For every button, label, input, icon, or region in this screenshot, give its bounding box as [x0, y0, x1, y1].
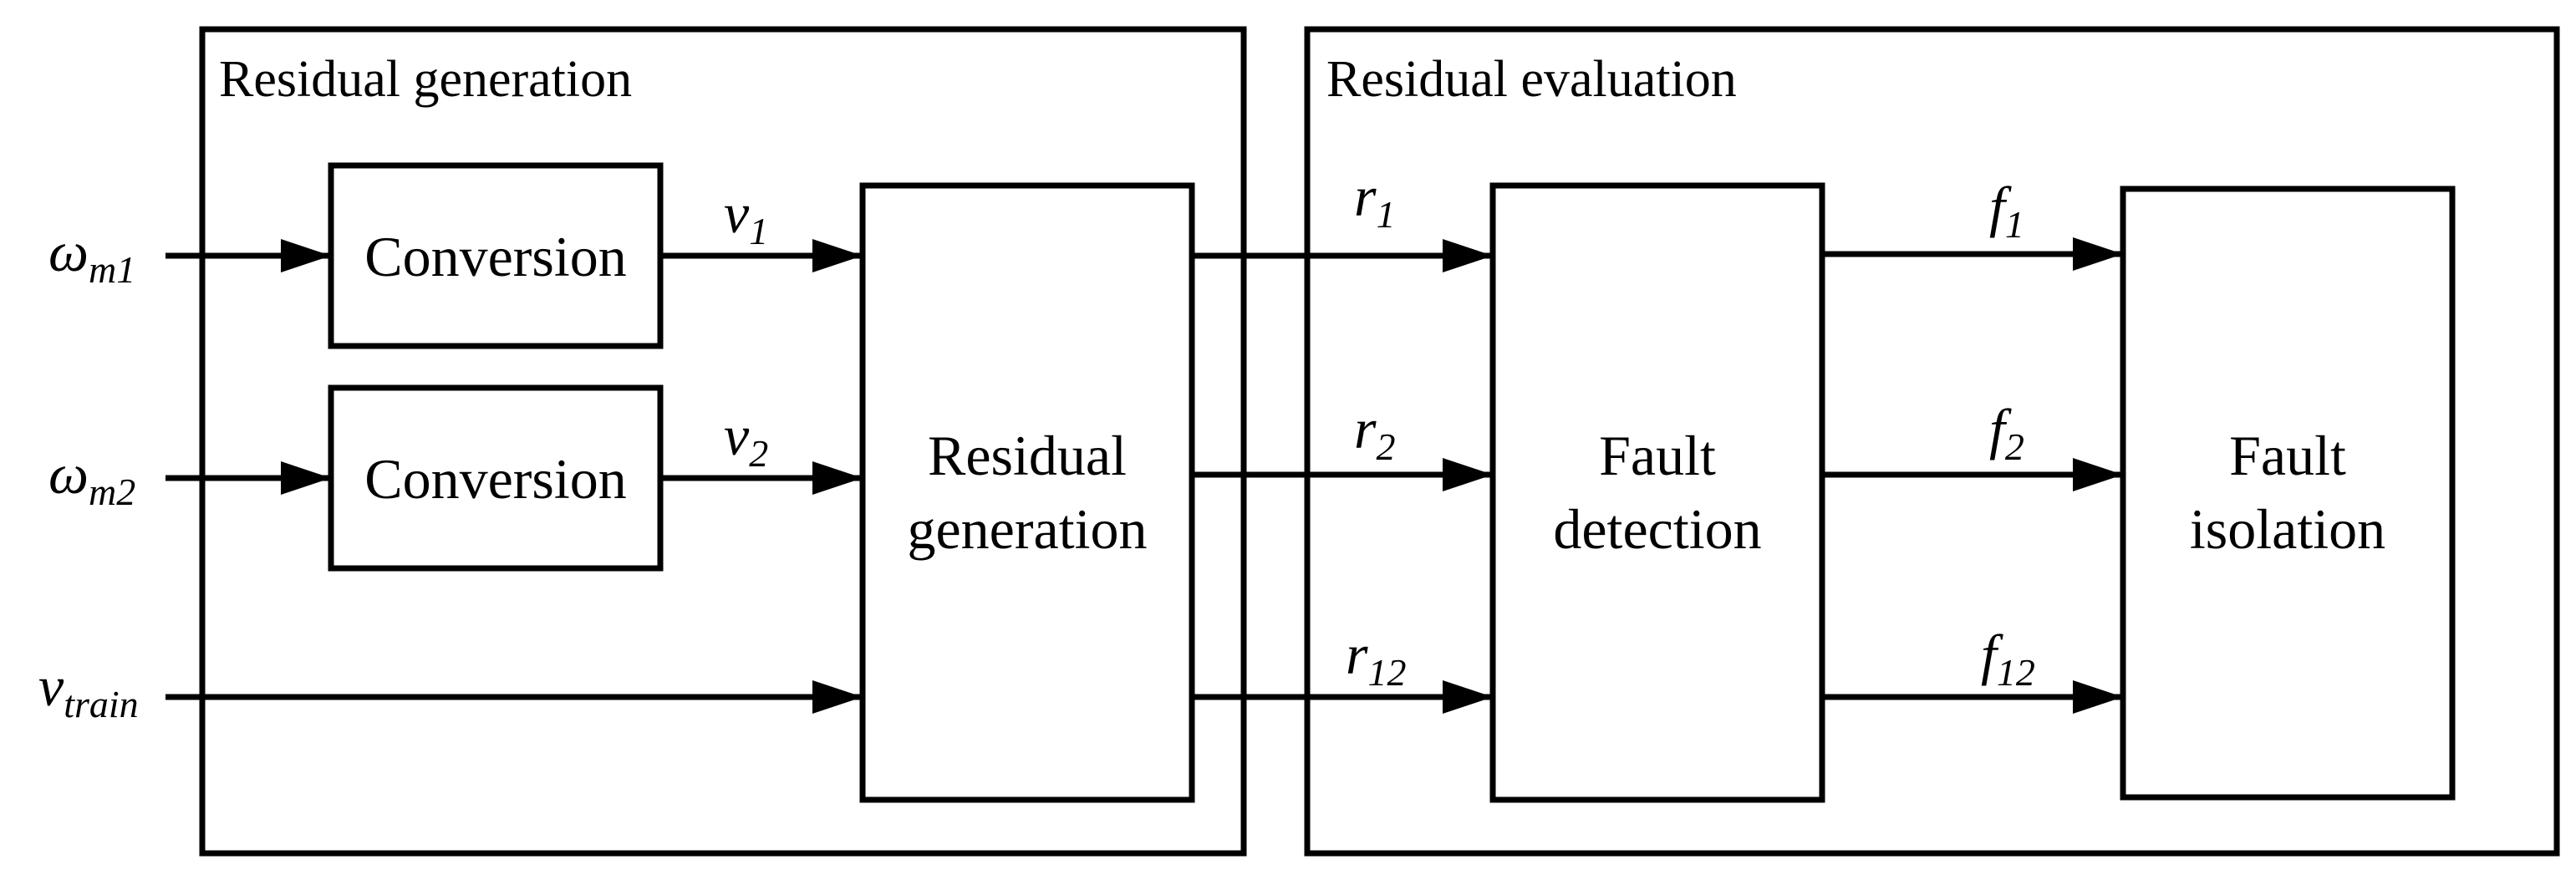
conversion-block-2-label: Conversion: [364, 447, 627, 511]
label-r2: r2: [1354, 397, 1395, 468]
label-omega-m2: ωm2: [48, 442, 135, 513]
fault-isolation-block: [2120, 186, 2456, 801]
label-v-train: vtrain: [38, 654, 139, 725]
residual-generation-section: [199, 26, 1247, 857]
fault-detection-block: [1489, 182, 1825, 803]
conversion-block-1-label: Conversion: [364, 225, 627, 288]
label-r12: r12: [1346, 623, 1406, 694]
residual-evaluation-section-title: Residual evaluation: [1326, 51, 1737, 108]
residual-generation-section-title: Residual generation: [219, 51, 632, 108]
residual-generation-block-label-line1: Residual: [928, 424, 1127, 487]
residual-generation-block: [859, 182, 1195, 803]
label-f12: f12: [1981, 623, 2035, 694]
fault-isolation-block-label-line1: Fault: [2229, 424, 2346, 487]
residual-generation-block-label-line2: generation: [908, 497, 1148, 561]
label-omega-m1: ωm1: [48, 220, 135, 291]
fault-detection-block-label-line1: Fault: [1599, 424, 1716, 487]
fault-isolation-block-label-line2: isolation: [2190, 497, 2385, 561]
fault-detection-block-label-line2: detection: [1553, 497, 1761, 561]
residual-evaluation-section: [1304, 26, 2560, 857]
label-f1: f1: [1989, 175, 2024, 246]
label-f2: f2: [1989, 397, 2024, 468]
label-v2: v2: [724, 404, 768, 475]
label-v1: v1: [724, 181, 768, 252]
label-r1: r1: [1354, 165, 1395, 236]
